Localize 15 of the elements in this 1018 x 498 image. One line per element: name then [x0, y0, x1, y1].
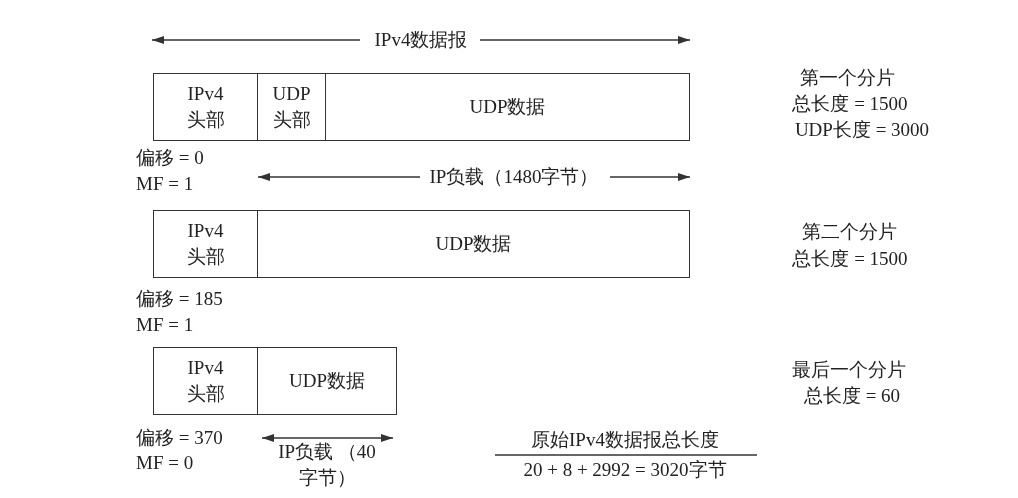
packet-field	[257, 347, 397, 415]
packet-field	[153, 347, 258, 415]
field-label: UDP 头部	[271, 82, 312, 132]
field-label: IPv4 头部	[185, 356, 226, 406]
packet-field	[153, 73, 258, 141]
field-label: UDP数据	[469, 95, 546, 119]
packet-field	[257, 73, 326, 141]
field-label: IPv4 头部	[185, 82, 226, 132]
dimension-label: IP负载 （40字节）	[277, 439, 377, 491]
packet-field	[257, 210, 690, 278]
packet-field	[325, 73, 690, 141]
packet-field	[153, 210, 258, 278]
field-label: UDP数据	[289, 369, 365, 393]
field-label: IPv4 头部	[185, 219, 226, 269]
field-label: UDP数据	[435, 232, 512, 256]
